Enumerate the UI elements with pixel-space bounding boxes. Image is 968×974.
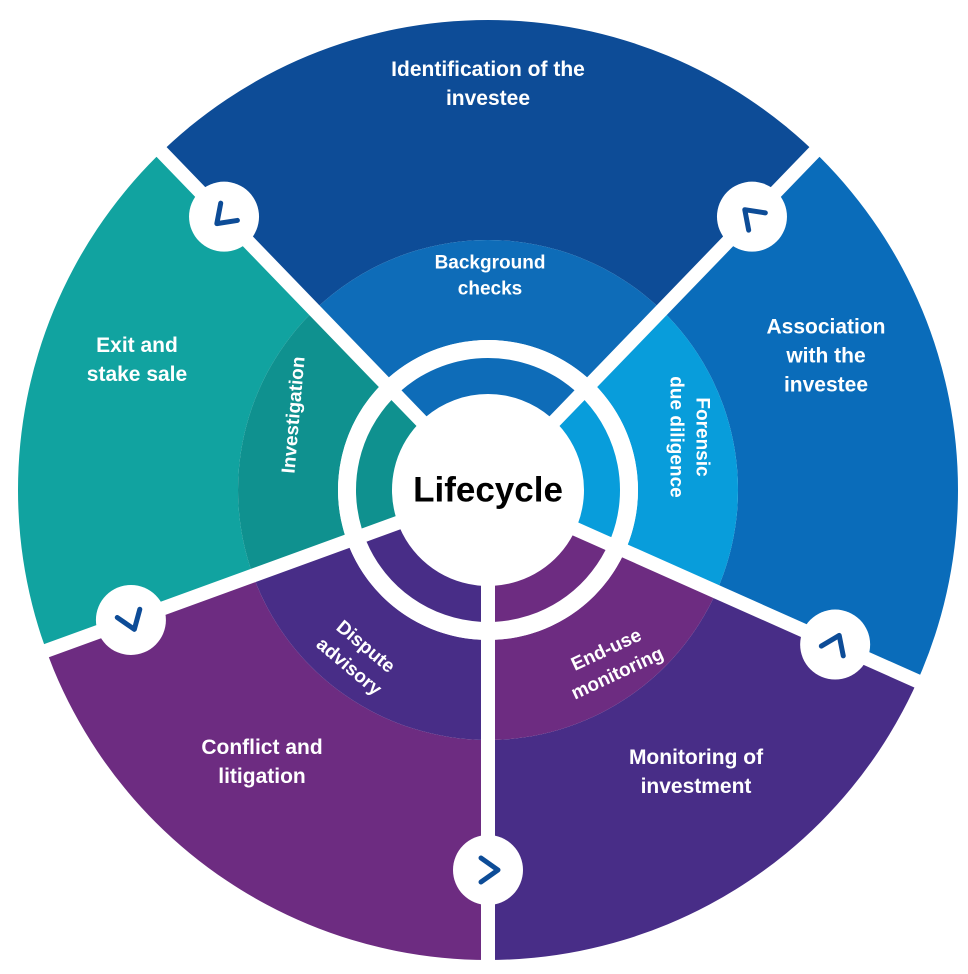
- outer-label-monitoring: investment: [641, 775, 752, 798]
- chevron-arrow-icon: [716, 181, 787, 252]
- outer-label-identification: Identification of the: [391, 58, 585, 81]
- middle-label-line: Background: [435, 253, 546, 274]
- middle-label-line: checks: [458, 279, 522, 300]
- middle-segment-forensic: [592, 310, 738, 592]
- chevron-arrow-icon: [800, 609, 871, 680]
- outer-label-association: investee: [784, 374, 868, 397]
- middle-segment-dispute: [253, 541, 488, 740]
- center-disc: Lifecycle: [395, 397, 581, 583]
- outer-label-monitoring: Monitoring of: [629, 746, 764, 769]
- outer-label-exit: Exit and: [96, 334, 178, 357]
- outer-label-association: Association: [766, 316, 885, 339]
- outer-segment-conflict: [0, 575, 488, 969]
- middle-label-line: Forensic: [692, 397, 713, 477]
- separators: [0, 111, 966, 974]
- separator-5: [0, 514, 404, 675]
- separator-3: [569, 521, 966, 708]
- chevron-arrow-icon: [189, 181, 260, 252]
- middle-segment-end-use: [488, 551, 717, 740]
- inner-segment-forensic: [558, 399, 620, 538]
- middle-label-background: Background checks: [435, 253, 546, 300]
- arrows: [95, 181, 871, 905]
- outer-labels: Identification of theinvesteeAssociation…: [87, 58, 886, 798]
- outer-segment-identification: [126, 0, 850, 311]
- outer-label-identification: investee: [446, 87, 530, 110]
- chevron-arrow-icon: [453, 835, 523, 905]
- inner-segment-end-use: [493, 533, 606, 622]
- middle-segment-background: [314, 239, 662, 383]
- inner-ring: [355, 358, 620, 622]
- outer-segment-association: [661, 115, 968, 702]
- chevron-arrow-icon: [95, 584, 166, 655]
- outer-label-exit: stake sale: [87, 363, 187, 386]
- separator-1: [121, 111, 430, 429]
- outer-label-conflict: Conflict and: [201, 736, 322, 759]
- inner-segment-investigation: [355, 399, 418, 529]
- outer-label-association: with the: [785, 345, 865, 368]
- separator-2: [546, 111, 855, 429]
- outer-segment-monitoring: [488, 591, 964, 969]
- inner-segment-background: [401, 358, 575, 418]
- inner-segment-dispute: [366, 527, 483, 622]
- outer-label-conflict: litigation: [218, 765, 306, 788]
- center-label: Lifecycle: [413, 471, 563, 510]
- middle-segment-investigation: [237, 310, 384, 576]
- middle-label-line: due diligence: [666, 376, 687, 497]
